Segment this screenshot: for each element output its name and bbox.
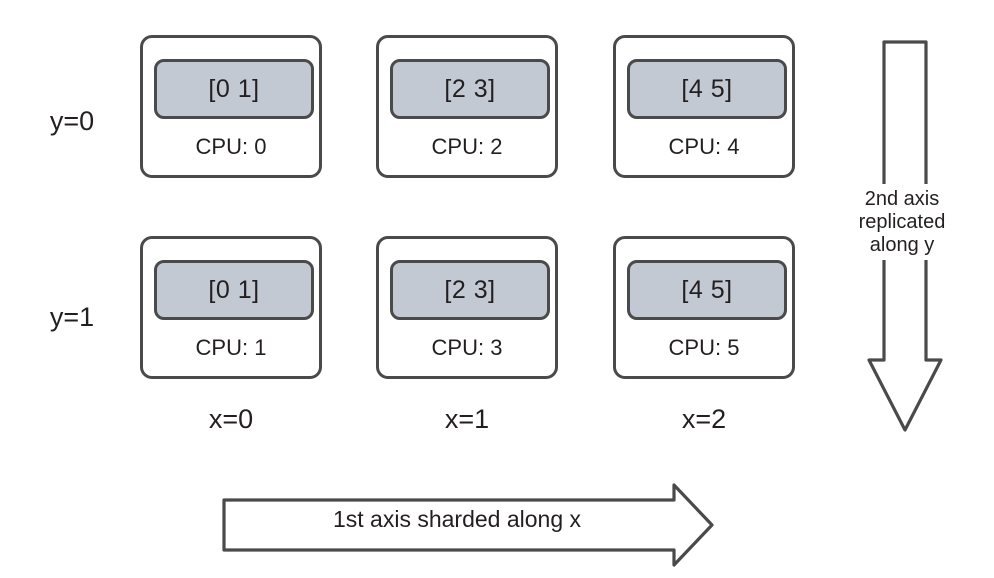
device-cpu-1[interactable]: [0 1] CPU: 1 [140,236,322,379]
cpu-label: CPU: 0 [195,134,267,159]
device-cpu-5[interactable]: [4 5] CPU: 5 [613,236,795,379]
shard-label: [2 3] [444,74,496,103]
shard-label: [0 1] [208,74,260,103]
vertical-arrow-label-line3: along y [869,234,935,256]
memory-shard-4: [4 5] [627,59,787,119]
device-cpu-3[interactable]: [2 3] CPU: 3 [376,236,558,379]
shard-label: [2 3] [444,275,496,304]
cpu-label: CPU: 5 [668,335,740,360]
col-label-x0: x=0 [208,404,254,434]
memory-shard-2: [2 3] [390,59,550,119]
vertical-arrow-label-line2: replicated [858,211,946,233]
horizontal-arrow-shape [222,483,714,567]
cpu-label: CPU: 4 [668,134,740,159]
cpu-label: CPU: 1 [195,335,267,360]
device-cpu-2[interactable]: [2 3] CPU: 2 [376,35,558,178]
shard-label: [4 5] [681,74,733,103]
memory-shard-0-replica: [0 1] [154,260,314,320]
memory-shard-4-replica: [4 5] [627,260,787,320]
col-label-x2: x=2 [681,404,727,434]
device-cpu-4[interactable]: [4 5] CPU: 4 [613,35,795,178]
col-label-x1: x=1 [444,404,490,434]
cpu-label: CPU: 2 [431,134,503,159]
vertical-arrow-label-line1: 2nd axis [864,188,940,210]
memory-shard-2-replica: [2 3] [390,260,550,320]
shard-label: [4 5] [681,275,733,304]
horizontal-arrow-label: 1st axis sharded along x [332,506,582,532]
row-label-y0: y=0 [49,106,95,136]
row-label-y1: y=1 [49,302,95,332]
memory-shard-0: [0 1] [154,59,314,119]
device-cpu-0[interactable]: [0 1] CPU: 0 [140,35,322,178]
cpu-label: CPU: 3 [431,335,503,360]
vertical-arrow-label: 2nd axis replicated along y [827,184,977,260]
shard-label: [0 1] [208,275,260,304]
